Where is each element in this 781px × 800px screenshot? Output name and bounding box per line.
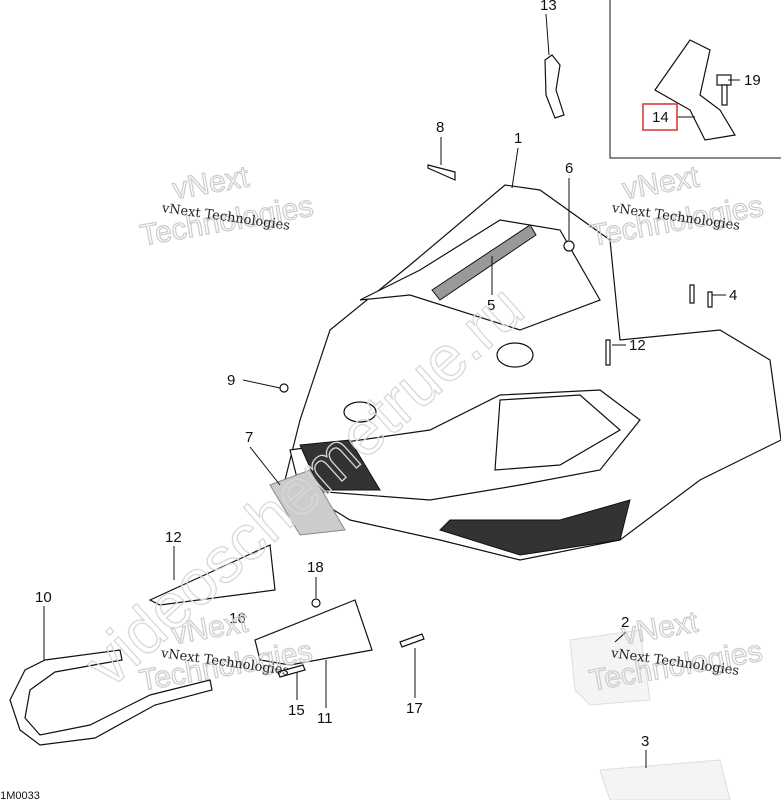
callout-19[interactable]: 19 (744, 72, 761, 89)
callout-12-lower[interactable]: 12 (165, 529, 182, 546)
svg-text:vNext: vNext (619, 605, 701, 651)
svg-text:vNext: vNext (620, 160, 702, 206)
svg-text:vNext: vNext (170, 160, 252, 206)
part-15-bolt (277, 664, 306, 678)
callout-14-highlight (642, 103, 678, 131)
callout-8[interactable]: 8 (436, 119, 444, 136)
part-11-bracket (254, 599, 373, 666)
part-18-nut (311, 598, 321, 608)
watermark-topright: vNext Technologies vNext Technologies (587, 160, 766, 253)
callout-4[interactable]: 4 (729, 287, 737, 304)
part-12-rivet (605, 339, 611, 366)
watermark-topleft: vNext Technologies vNext Technologies (137, 160, 316, 253)
callout-5[interactable]: 5 (487, 297, 495, 314)
part-3-decal (599, 759, 731, 800)
inset-detail-box (609, 0, 781, 159)
part-9-clip (279, 383, 289, 393)
callout-11[interactable]: 11 (317, 710, 333, 727)
part-6-washer (563, 240, 575, 252)
callout-2[interactable]: 2 (621, 614, 629, 631)
callout-6[interactable]: 6 (565, 160, 573, 177)
callout-18[interactable]: 18 (307, 559, 324, 576)
part-4-screws (689, 284, 713, 308)
part-17-bolt (399, 633, 425, 648)
callout-1[interactable]: 1 (514, 130, 522, 147)
leader-lines (43, 13, 740, 768)
callout-7[interactable]: 7 (245, 429, 253, 446)
part-8-rivet (427, 164, 456, 181)
callout-10[interactable]: 10 (35, 589, 52, 606)
drawing-code: 21M0033 (0, 790, 40, 800)
part-13-bracket (544, 54, 565, 119)
part-2-decal (569, 629, 651, 706)
callout-9[interactable]: 9 (227, 372, 235, 389)
callout-14[interactable]: 14 (652, 109, 669, 126)
callout-3[interactable]: 3 (641, 733, 649, 750)
part-1-hood (284, 184, 781, 561)
part-12-bracket (148, 544, 276, 606)
callout-12[interactable]: 12 (629, 337, 646, 354)
callout-17[interactable]: 17 (406, 700, 423, 717)
part-7-mesh (269, 469, 346, 536)
callout-15[interactable]: 15 (288, 702, 305, 719)
callout-16[interactable]: 16 (229, 610, 246, 627)
part-10-bumper (9, 649, 213, 746)
callout-13[interactable]: 13 (540, 0, 557, 14)
